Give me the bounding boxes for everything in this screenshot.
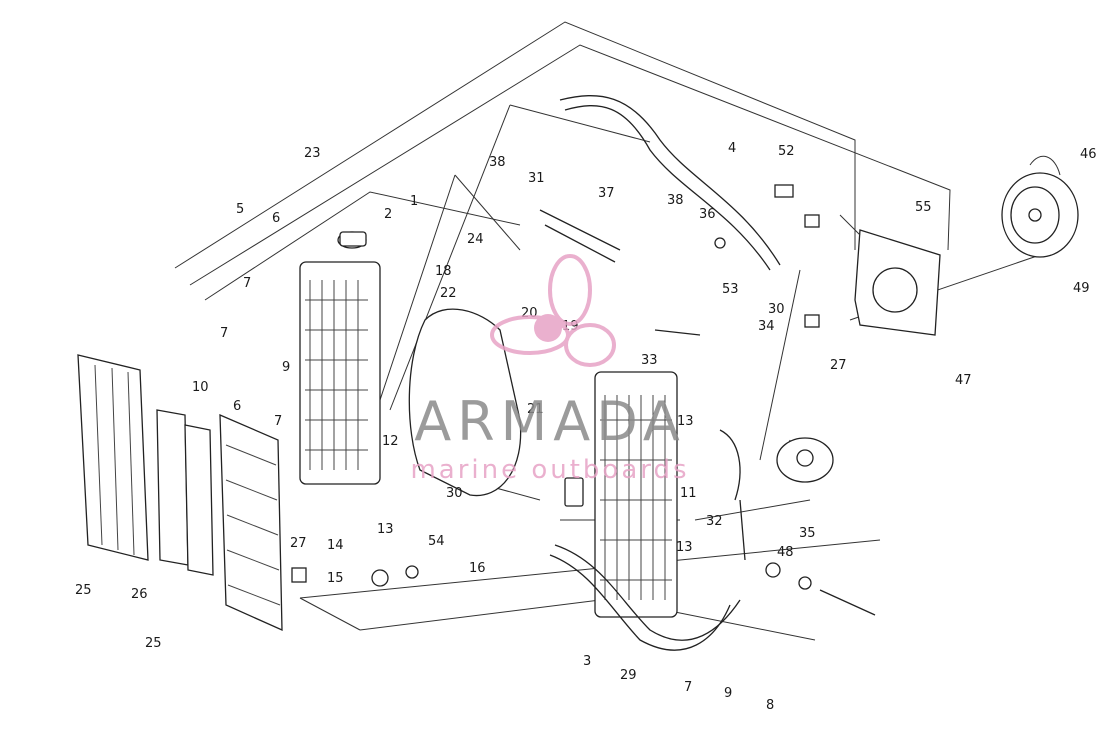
left-radiator: [299, 231, 381, 485]
callout-36: 36: [699, 207, 716, 222]
callout-47: 47: [955, 373, 972, 388]
callout-37: 37: [598, 186, 615, 201]
callout-23: 23: [304, 146, 321, 161]
watermark: ARMADA marine outboards: [410, 254, 689, 485]
callout-13b: 13: [677, 414, 694, 429]
callout-2: 2: [384, 207, 392, 222]
callout-7a: 7: [243, 276, 251, 291]
callout-7b: 7: [220, 326, 228, 341]
callout-10: 10: [192, 380, 209, 395]
watermark-logo-dot: [534, 314, 562, 342]
grille-foam-pads: [156, 409, 214, 576]
callout-6b: 6: [233, 399, 241, 414]
callout-31: 31: [528, 171, 545, 186]
callout-3: 3: [583, 654, 591, 669]
callout-18: 18: [435, 264, 452, 279]
callout-16: 16: [469, 561, 486, 576]
callout-49: 49: [1073, 281, 1090, 296]
right-radiator: [594, 371, 678, 618]
cooling-fan: [1001, 155, 1079, 258]
callout-55: 55: [915, 200, 932, 215]
callout-13a: 13: [377, 522, 394, 537]
callout-4: 4: [728, 141, 736, 156]
expansion-tank: [408, 308, 522, 497]
callout-22: 22: [440, 286, 457, 301]
callout-38b: 38: [667, 193, 684, 208]
coolant-hoses: [539, 95, 781, 651]
callout-46: 46: [1080, 147, 1097, 162]
callout-14: 14: [327, 538, 344, 553]
callout-15: 15: [327, 571, 344, 586]
callout-27a: 27: [290, 536, 307, 551]
callout-52: 52: [778, 144, 795, 159]
callout-33: 33: [641, 353, 658, 368]
callout-11: 11: [680, 486, 697, 501]
callout-53: 53: [722, 282, 739, 297]
callout-5: 5: [236, 202, 244, 217]
watermark-logo: [490, 254, 616, 367]
callout-21: 21: [527, 402, 544, 417]
callout-9b: 9: [724, 686, 732, 701]
callout-26: 26: [131, 587, 148, 602]
fan-bracket: [839, 214, 941, 336]
callout-30b: 30: [768, 302, 785, 317]
callout-32: 32: [706, 514, 723, 529]
watermark-tagline: marine outboards: [410, 455, 689, 485]
callout-8: 8: [766, 698, 774, 713]
callout-25b: 25: [145, 636, 162, 651]
callout-7c: 7: [274, 414, 282, 429]
callout-13c: 13: [676, 540, 693, 555]
watermark-brand: ARMADA: [414, 390, 686, 453]
callout-54: 54: [428, 534, 445, 549]
callout-6a: 6: [272, 211, 280, 226]
callout-30a: 30: [446, 486, 463, 501]
callout-labels: 1 2 3 4 5 6 6 7 7 7 7 8 9 9 10 11 12 13 …: [75, 141, 1097, 713]
small-parts: [291, 184, 876, 616]
callout-35: 35: [799, 526, 816, 541]
callout-38a: 38: [489, 155, 506, 170]
radiator-grille-right: [219, 413, 283, 632]
callout-29: 29: [620, 668, 637, 683]
callout-12: 12: [382, 434, 399, 449]
water-pump: [776, 437, 834, 483]
callout-25a: 25: [75, 583, 92, 598]
callout-9a: 9: [282, 360, 290, 375]
radiator-grille-left: [77, 354, 149, 561]
callout-34: 34: [758, 319, 775, 334]
callout-27b: 27: [830, 358, 847, 373]
callout-1: 1: [410, 194, 418, 209]
callout-24: 24: [467, 232, 484, 247]
callout-48: 48: [777, 545, 794, 560]
callout-7d: 7: [684, 680, 692, 695]
